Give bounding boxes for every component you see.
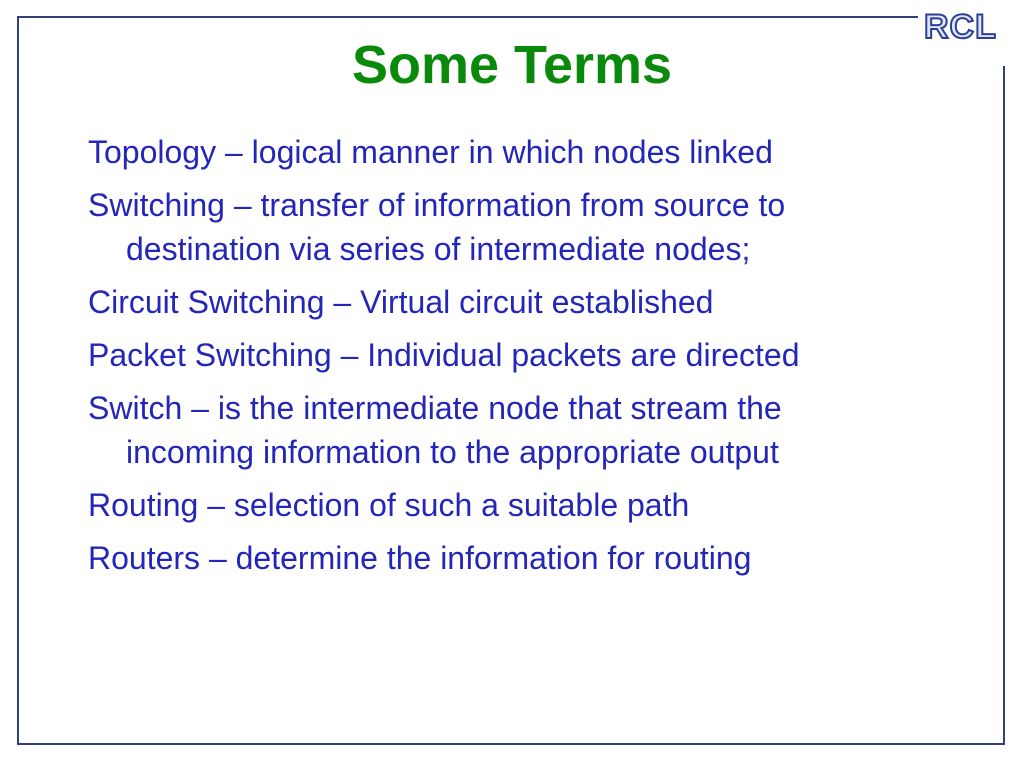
term-topology: Topology – logical manner in which nodes… <box>88 134 773 170</box>
logo-background <box>918 8 1014 66</box>
term-switch: Switch – is the intermediate node that s… <box>88 390 782 470</box>
terms-list: Topology – logical manner in which nodes… <box>88 130 918 589</box>
rcl-logo: RCL <box>923 8 997 46</box>
term-routers: Routers – determine the information for … <box>88 540 752 576</box>
term-packet-switching: Packet Switching – Individual packets ar… <box>88 337 800 373</box>
slide-title: Some Terms <box>351 35 673 95</box>
term-routing: Routing – selection of such a suitable p… <box>88 487 690 523</box>
term-switching: Switching – transfer of information from… <box>88 187 786 267</box>
term-circuit-switching: Circuit Switching – Virtual circuit esta… <box>88 284 714 320</box>
